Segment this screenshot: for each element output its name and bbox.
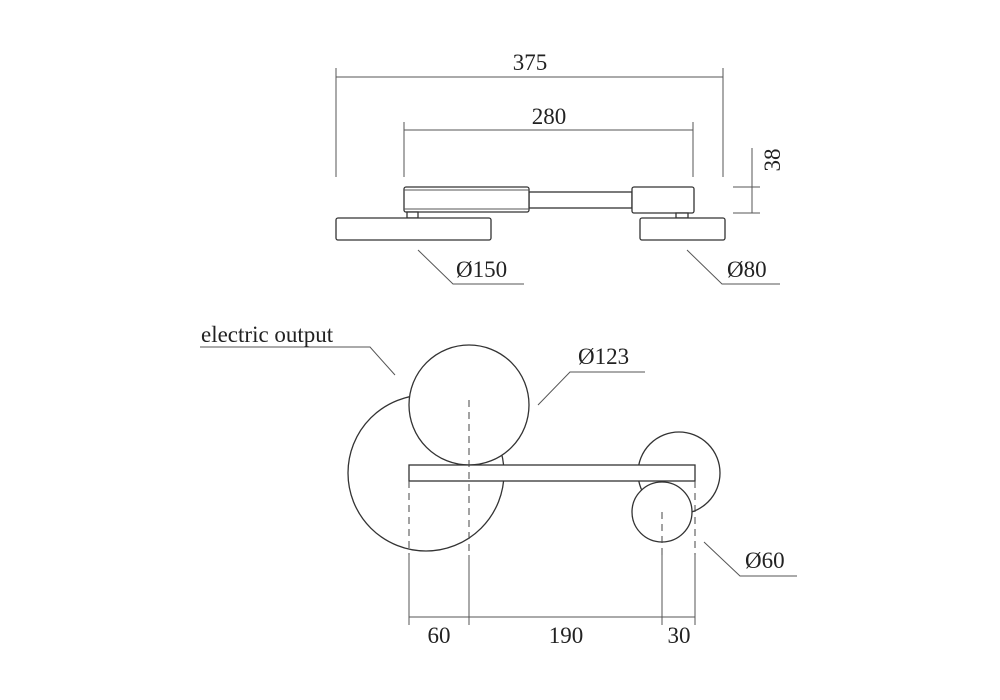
leader-123: Ø123 bbox=[537, 344, 645, 406]
electric-output-label: electric output bbox=[201, 322, 334, 347]
dia-123-label: Ø123 bbox=[578, 344, 629, 369]
dimension-38: 38 bbox=[733, 148, 785, 214]
leader-150: Ø150 bbox=[417, 249, 524, 285]
dimension-280: 280 bbox=[403, 104, 694, 177]
dia-60-label: Ø60 bbox=[745, 548, 785, 573]
dim-30-label: 30 bbox=[668, 623, 691, 648]
leader-60: Ø60 bbox=[703, 541, 797, 577]
dim-375-label: 375 bbox=[513, 50, 548, 75]
dim-60-label: 60 bbox=[428, 623, 451, 648]
arm-bar bbox=[408, 464, 696, 482]
dim-190-label: 190 bbox=[549, 623, 584, 648]
leader-80: Ø80 bbox=[686, 249, 780, 285]
arm-side bbox=[335, 186, 726, 241]
front-view: 60 190 30 electric output Ø123 Ø60 bbox=[200, 322, 797, 648]
dim-280-label: 280 bbox=[532, 104, 567, 129]
dim-38-label: 38 bbox=[760, 149, 785, 172]
dimension-375: 375 bbox=[335, 50, 724, 177]
dia-150-label: Ø150 bbox=[456, 257, 507, 282]
leader-electric-output: electric output bbox=[200, 322, 396, 376]
dia-80-label: Ø80 bbox=[727, 257, 767, 282]
side-view: 375 280 38 Ø150 bbox=[335, 50, 785, 285]
